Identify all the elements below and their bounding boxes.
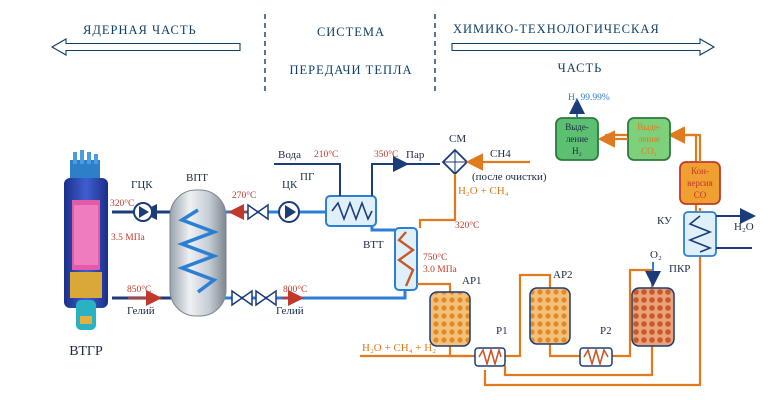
- steam-label: Пар: [406, 149, 425, 161]
- temp-750: 750°C: [423, 252, 447, 263]
- header-chem-arrow: [451, 38, 716, 56]
- ck-label: ЦК: [282, 179, 298, 191]
- h2o-ch4-label: H₂O + CH₄: [458, 185, 509, 197]
- temp-320-vtt: 320°C: [455, 220, 479, 231]
- h2-separation-box: Выде- ление H₂: [555, 117, 599, 161]
- conv-to-co2-line: [667, 126, 702, 162]
- temp-800: 800°C: [283, 284, 307, 295]
- water-steam-lines: [274, 156, 440, 196]
- co-conv-line2: версия: [687, 178, 713, 188]
- pressure-30: 3.0 МПа: [423, 265, 458, 275]
- pg-label: ПГ: [300, 171, 314, 183]
- pkr-reactor: [631, 287, 675, 347]
- valve-lower: [231, 289, 277, 307]
- co-conv-line3: CO: [694, 190, 707, 200]
- ar2-label: АР2: [553, 269, 573, 281]
- gck-label: ГЦК: [131, 179, 153, 191]
- ch4-note: (после очистки): [472, 171, 547, 183]
- water-label: Вода: [278, 149, 301, 161]
- temp-210: 210°C: [314, 149, 338, 160]
- p1-label: Р1: [496, 325, 508, 337]
- sm-mixer: [441, 148, 469, 176]
- h2-sep-line3: H₂: [572, 146, 582, 156]
- pg-steam-generator: [325, 195, 377, 227]
- ku-label: КУ: [657, 215, 672, 227]
- vpt-label: ВПТ: [186, 172, 208, 184]
- ar1-reactor: [429, 291, 471, 347]
- h2-sep-line1: Выде-: [565, 122, 589, 132]
- h2o-out-label: H₂O: [734, 221, 754, 233]
- ar1-label: АР1: [462, 275, 482, 287]
- h2-purity-label: H₂ 99.99%: [568, 93, 610, 103]
- co2-sep-line1: Выде-: [637, 122, 661, 132]
- mixture-to-vtt-line: [418, 174, 457, 228]
- ck-pump-icon: [278, 201, 300, 223]
- header-nuclear-arrow: [50, 38, 241, 56]
- co-conversion-box: Кон- версия CO: [679, 161, 721, 205]
- co2-sep-line3: CO₂: [641, 146, 657, 156]
- p2-recuperator: [579, 347, 613, 367]
- ch4-label: СН4: [490, 148, 511, 160]
- o2-label: O₂: [650, 249, 662, 261]
- header-system-line2: ПЕРЕДАЧИ ТЕПЛА: [290, 63, 413, 77]
- pressure-35: 3.5 МПа: [111, 233, 146, 243]
- ku-waste-heat-boiler: [683, 211, 717, 257]
- valve-upper: [247, 203, 269, 221]
- vpt-intermediate-heat-exchanger: [169, 189, 227, 317]
- header-chem-line1: ХИМИКО-ТЕХНОЛОГИЧЕСКАЯ: [453, 22, 660, 36]
- header-nuclear-label: ЯДЕРНАЯ ЧАСТЬ: [83, 23, 197, 37]
- p2-label: Р2: [600, 325, 612, 337]
- h2-sep-line2: ление: [566, 134, 588, 144]
- co2-sep-line2: ление: [638, 134, 660, 144]
- helium-right-label: Гелий: [276, 305, 304, 317]
- vtt-label: ВТТ: [363, 239, 384, 251]
- temp-350: 350°C: [374, 149, 398, 160]
- gck-pump-icon: [133, 202, 153, 222]
- pkr-label: ПКР: [669, 263, 690, 275]
- p1-recuperator: [474, 347, 506, 367]
- h2o-ch4-h2-label: H₂O + CH₄ + H₂: [362, 342, 436, 354]
- vtt-high-temp-exchanger: [394, 227, 418, 291]
- co-conv-line1: Кон-: [691, 166, 709, 176]
- co2-separation-box: Выде- ление CO₂: [627, 117, 671, 161]
- temp-850: 850°C: [127, 284, 151, 295]
- header-system-line1: СИСТЕМА: [317, 25, 385, 39]
- header-chem-line2: ЧАСТЬ: [558, 61, 603, 75]
- ar2-reactor: [529, 287, 571, 345]
- helium-left-label: Гелий: [127, 305, 155, 317]
- reactor-label: ВТГР: [69, 344, 103, 359]
- sm-label: СМ: [449, 133, 466, 145]
- temp-320-reactor: 320°C: [110, 198, 134, 209]
- reactor-vtgr: [64, 150, 108, 330]
- temp-270: 270°C: [232, 190, 256, 201]
